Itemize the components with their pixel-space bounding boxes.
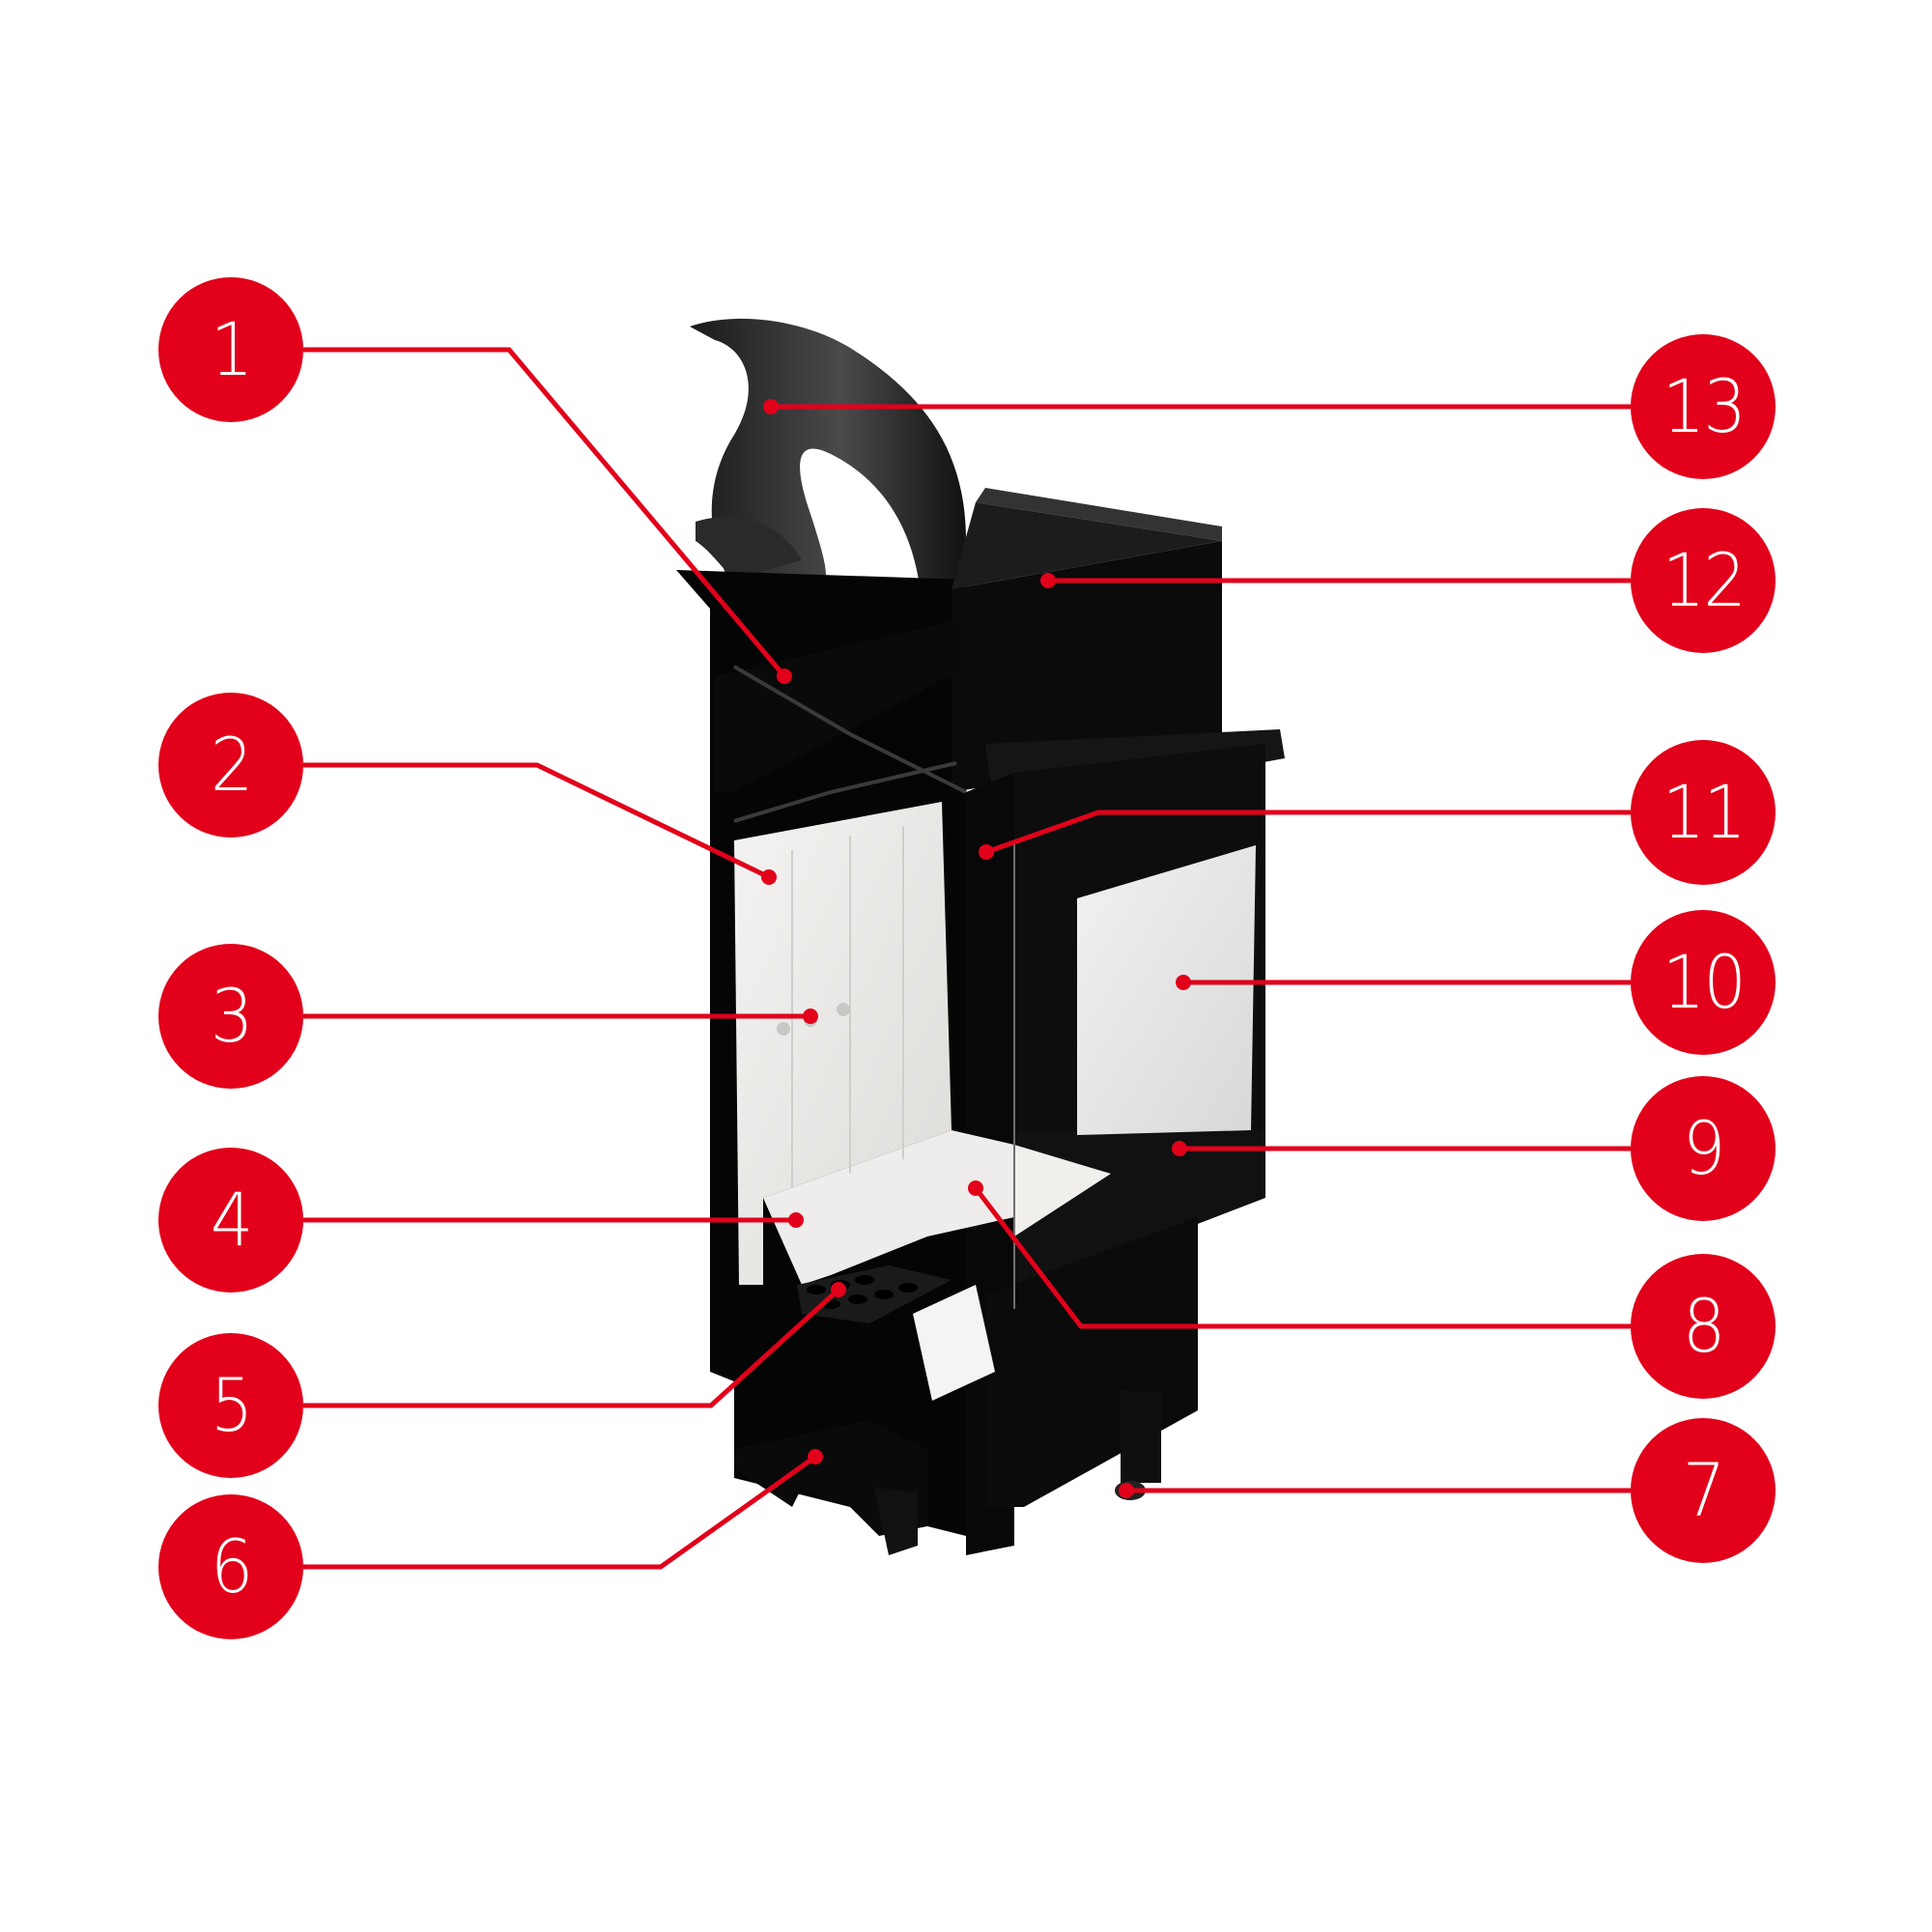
callout-number: 11 [1662,769,1746,855]
callout-badge-8: 8 [1631,1254,1776,1399]
callout-number: 12 [1662,537,1746,623]
callout-number: 10 [1662,939,1746,1025]
leader-dot-4 [788,1212,804,1228]
callout-number: 4 [210,1177,254,1263]
callout-badge-9: 9 [1631,1076,1776,1221]
callout-badge-12: 12 [1631,508,1776,653]
leader-dot-11 [979,844,994,860]
firebrick-lining [734,802,1111,1401]
callout-number: 1 [210,306,254,392]
smoke-outlet-pipe [690,318,966,628]
callout-number: 6 [210,1523,254,1609]
callout-badge-4: 4 [158,1148,303,1293]
leader-dot-1 [777,668,792,684]
callout-badge-13: 13 [1631,334,1776,479]
callout-number: 3 [210,973,254,1059]
callout-badge-1: 1 [158,277,303,422]
callout-badge-10: 10 [1631,910,1776,1055]
leader-dot-6 [808,1449,823,1464]
callout-number: 8 [1682,1283,1726,1369]
callout-badge-3: 3 [158,944,303,1089]
leader-line-6 [303,1454,817,1570]
callout-number: 2 [210,722,254,808]
leader-line-1 [303,347,786,678]
callout-badge-7: 7 [1631,1418,1776,1563]
leader-line-2 [303,762,771,880]
leader-line-5 [303,1288,840,1408]
leader-dot-13 [763,399,779,414]
callout-badge-11: 11 [1631,740,1776,885]
leader-dot-3 [803,1009,818,1024]
leader-dot-10 [1176,975,1191,990]
callout-number: 5 [210,1362,254,1448]
callout-number: 9 [1682,1105,1726,1191]
leader-dot-12 [1040,573,1056,588]
callout-badge-2: 2 [158,693,303,838]
callout-number: 7 [1682,1447,1726,1533]
leader-dot-2 [761,869,777,885]
leader-dot-5 [831,1282,846,1297]
glass-pane [1013,840,1256,1309]
callout-badge-5: 5 [158,1333,303,1478]
leader-dot-9 [1172,1141,1187,1156]
leader-dot-7 [1119,1483,1134,1498]
leader-line-11 [985,810,1631,855]
leader-line-8 [974,1186,1631,1329]
callout-number: 13 [1662,363,1746,449]
leader-dot-8 [968,1180,983,1196]
callout-badge-6: 6 [158,1494,303,1639]
